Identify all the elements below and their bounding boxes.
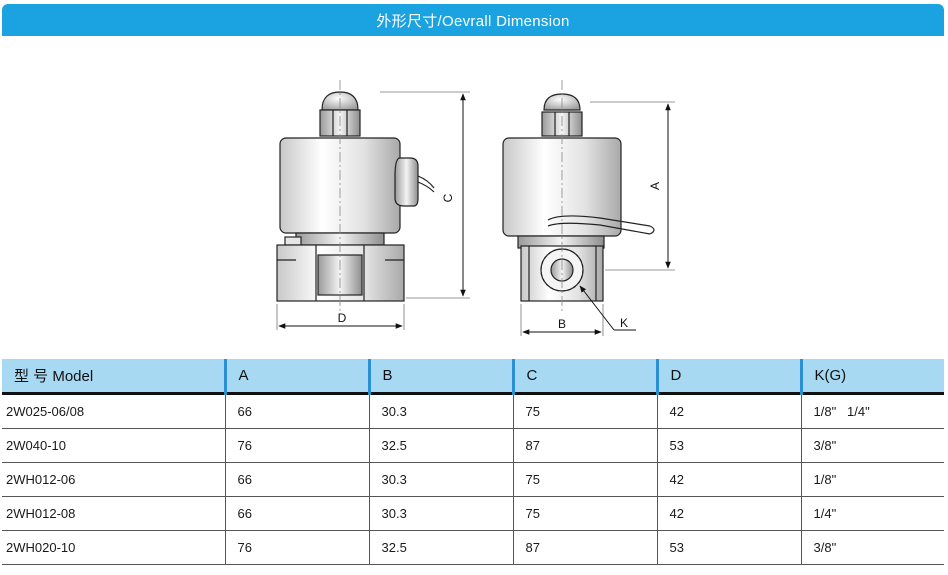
cell-model: 2WH020-10 <box>2 530 226 565</box>
cell-b: 30.3 <box>369 496 514 531</box>
cell-b: 32.5 <box>369 530 514 565</box>
table-row: 2W040-10 76 32.5 87 53 3/8" <box>2 428 944 463</box>
column-header-model: 型 号 Model <box>2 359 227 394</box>
page-title: 外形尺寸/Oevrall Dimension <box>376 12 570 30</box>
cell-b: 30.3 <box>369 393 514 429</box>
title-bar: 外形尺寸/Oevrall Dimension <box>2 4 944 36</box>
dimension-label-k: K <box>620 316 628 330</box>
cell-b: 30.3 <box>369 462 514 497</box>
cell-a: 66 <box>225 496 370 531</box>
column-header-c: C <box>513 359 659 394</box>
table-row: 2WH012-08 66 30.3 75 42 1/4" <box>2 496 944 531</box>
cell-b: 32.5 <box>369 428 514 463</box>
cell-c: 75 <box>513 462 658 497</box>
dimension-label-a: A <box>648 182 662 190</box>
column-header-d: D <box>657 359 803 394</box>
cell-c: 75 <box>513 393 658 429</box>
cell-a: 76 <box>225 530 370 565</box>
cell-k: 1/8" 1/4" <box>801 393 944 429</box>
cell-a: 76 <box>225 428 370 463</box>
cell-k: 3/8" <box>801 428 944 463</box>
cell-c: 87 <box>513 428 658 463</box>
table-header-row: 型 号 Model A B C D K(G) <box>2 359 944 394</box>
cell-d: 53 <box>657 530 802 565</box>
column-header-a: A <box>225 359 371 394</box>
cell-model: 2W040-10 <box>2 428 226 463</box>
cell-k: 3/8" <box>801 530 944 565</box>
cell-d: 42 <box>657 496 802 531</box>
dimension-drawing: C D A B K <box>276 80 675 336</box>
cell-a: 66 <box>225 462 370 497</box>
dimension-table: 型 号 Model A B C D K(G) 2W025-06/08 66 30… <box>2 359 944 565</box>
cell-c: 75 <box>513 496 658 531</box>
cell-d: 53 <box>657 428 802 463</box>
column-header-b: B <box>369 359 515 394</box>
dimension-label-b: B <box>558 317 566 331</box>
cell-d: 42 <box>657 393 802 429</box>
dimension-label-c: C <box>441 193 455 202</box>
table-row: 2W025-06/08 66 30.3 75 42 1/8" 1/4" <box>2 393 944 429</box>
cell-c: 87 <box>513 530 658 565</box>
front-view <box>276 91 435 302</box>
cell-a: 66 <box>225 393 370 429</box>
dimension-label-d: D <box>338 311 347 325</box>
cell-model: 2WH012-06 <box>2 462 226 497</box>
table-row: 2WH020-10 76 32.5 87 53 3/8" <box>2 530 944 565</box>
column-header-k: K(G) <box>801 359 944 394</box>
cell-k: 1/8" <box>801 462 944 497</box>
table-row: 2WH012-06 66 30.3 75 42 1/8" <box>2 462 944 497</box>
cell-d: 42 <box>657 462 802 497</box>
cell-k: 1/4" <box>801 496 944 531</box>
cell-model: 2W025-06/08 <box>2 393 226 429</box>
cell-model: 2WH012-08 <box>2 496 226 531</box>
